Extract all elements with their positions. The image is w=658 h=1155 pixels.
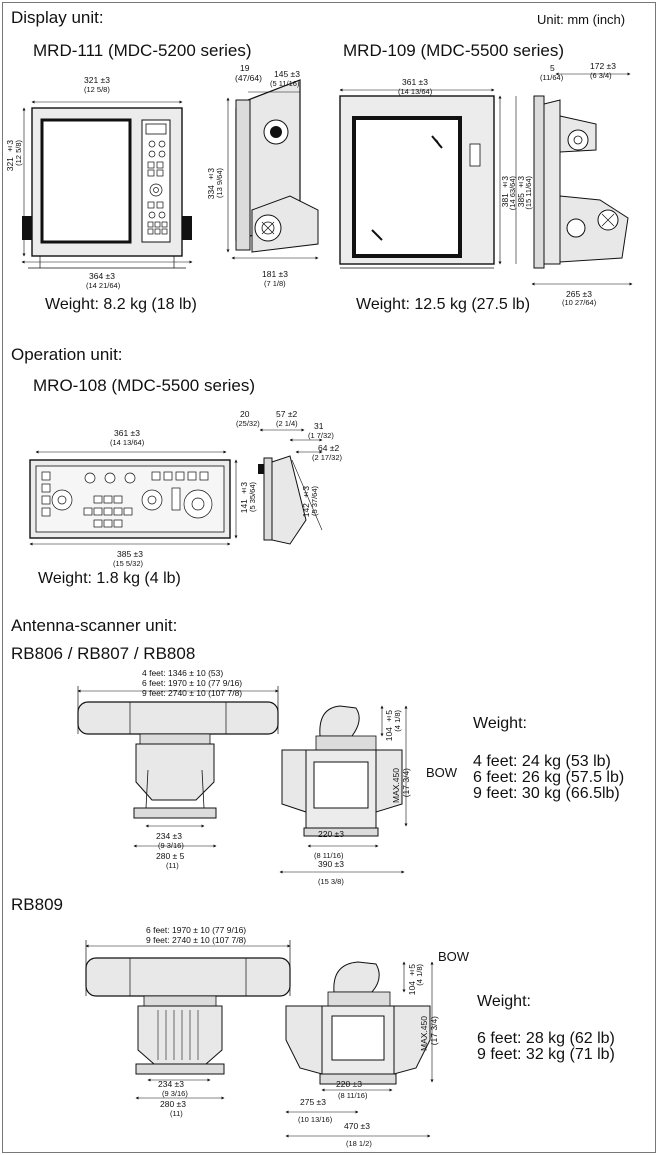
- mrd109-model: MRD-109 (MDC-5500 series): [343, 41, 565, 60]
- rb809-weight-9ft: 9 feet: 32 kg (71 lb): [477, 1046, 615, 1063]
- rb809-weight-title: Weight:: [477, 993, 531, 1010]
- rb806-weight-title: Weight:: [473, 715, 527, 732]
- dim-label: (15 3/8): [318, 877, 344, 886]
- antenna-title: Antenna-scanner unit:: [11, 616, 178, 635]
- dim-label: (17 3/4): [401, 768, 411, 798]
- dim-label: 364 ±3: [89, 271, 115, 281]
- dim-label: 390 ±3: [318, 859, 344, 869]
- dim-label: (14 13/64): [110, 438, 145, 447]
- mro108-model: MRO-108 (MDC-5500 series): [33, 376, 255, 395]
- length-9ft: 9 feet: 2740 ± 10 (107 7/8): [146, 935, 247, 945]
- dim-label: (8 11/16): [314, 851, 344, 860]
- mrd109-side-view: [531, 72, 633, 286]
- length-4ft: 4 feet: 1346 ± 10 (53): [142, 668, 224, 678]
- dim-label: (5 37/64): [310, 486, 319, 517]
- bow-label: BOW: [438, 949, 470, 964]
- dim-label: (5 35/64): [248, 482, 257, 513]
- display-unit-title: Display unit:: [11, 8, 104, 27]
- dim-label: 20: [240, 409, 250, 419]
- dim-label: 385 ±3: [117, 549, 143, 559]
- mrd111-front-view: [21, 100, 193, 269]
- dim-label: 172 ±3: [590, 61, 616, 71]
- dim-label: 234 ±3: [158, 1079, 184, 1089]
- dim-label: (10 13/16): [298, 1115, 333, 1124]
- dim-label: (15 11/64): [524, 176, 533, 210]
- dim-label: (10 27/64): [562, 298, 597, 307]
- rb809-weight-6ft: 6 feet: 28 kg (62 lb): [477, 1030, 615, 1047]
- dim-label: MAX.450: [391, 768, 401, 803]
- length-6ft: 6 feet: 1970 ± 10 (77 9/16): [146, 925, 247, 935]
- mrd109-front-view: [339, 88, 517, 269]
- dim-label: 280 ± 5: [156, 851, 185, 861]
- dim-label: (11/64): [540, 73, 564, 82]
- dim-label: (7 1/8): [264, 279, 286, 288]
- dim-label: 470 ±3: [344, 1121, 370, 1131]
- rb806-model: RB806 / RB807 / RB808: [11, 644, 196, 663]
- dim-label: (8 11/16): [338, 1091, 368, 1100]
- dim-label: 321 ±3: [84, 75, 110, 85]
- dim-label: (4 1/8): [415, 964, 424, 986]
- dim-label: (12 5/8): [84, 85, 110, 94]
- mro108-side-view: [258, 428, 323, 545]
- dim-label: 5: [550, 63, 555, 73]
- bow-label: BOW: [426, 765, 458, 780]
- dim-label: (14 13/64): [398, 87, 433, 96]
- dim-label: 265 ±3: [566, 289, 592, 299]
- dim-label: (13 9/64): [215, 168, 224, 199]
- dim-label: 275 ±3: [300, 1097, 326, 1107]
- dim-label: 19: [240, 63, 250, 73]
- dim-label: 145 ±3: [274, 69, 300, 79]
- dim-label: (18 1/2): [346, 1139, 372, 1148]
- mro108-front-view: [29, 450, 238, 546]
- mrd109-weight: Weight: 12.5 kg (27.5 lb): [356, 296, 531, 313]
- dim-label: (4 1/8): [393, 710, 402, 732]
- rb806-front-view: [77, 686, 279, 848]
- dim-label: 361 ±3: [114, 428, 140, 438]
- operation-unit-title: Operation unit:: [11, 345, 123, 364]
- dim-label: 220 ±3: [318, 829, 344, 839]
- rb806-weight-4ft: 4 feet: 24 kg (53 lb): [473, 753, 611, 770]
- rb809-front-view: [85, 940, 291, 1100]
- dim-label: 181 ±3: [262, 269, 288, 279]
- mrd111-side-view: [226, 79, 319, 260]
- dim-label: (11): [170, 1109, 183, 1118]
- dim-label: 234 ±3: [156, 831, 182, 841]
- dim-label: (6 3/4): [590, 71, 612, 80]
- rb806-side-view: [279, 705, 408, 874]
- mrd111-weight: Weight: 8.2 kg (18 lb): [45, 296, 197, 313]
- mrd111-model: MRD-111 (MDC-5200 series): [33, 41, 252, 60]
- dim-label: (25/32): [236, 419, 260, 428]
- length-9ft: 9 feet: 2740 ± 10 (107 7/8): [142, 688, 243, 698]
- dim-label: (17 3/4): [429, 1016, 439, 1046]
- dim-label: (9 3/16): [158, 841, 184, 850]
- dim-label: 280 ±3: [160, 1099, 186, 1109]
- rb806-weight-9ft: 9 feet: 30 kg (66.5lb): [473, 785, 620, 802]
- dim-label: 57 ±2: [276, 409, 298, 419]
- unit-note: Unit: mm (inch): [537, 12, 626, 27]
- dim-label: (2 1/4): [276, 419, 298, 428]
- length-6ft: 6 feet: 1970 ± 10 (77 9/16): [142, 678, 243, 688]
- dim-label: (11): [166, 861, 179, 870]
- dim-label: (1 7/32): [308, 431, 334, 440]
- dim-label: (5 11/16): [270, 79, 300, 88]
- mro108-weight: Weight: 1.8 kg (4 lb): [38, 570, 181, 587]
- dim-label: (15 5/32): [113, 559, 144, 568]
- dim-label: 64 ±2: [318, 443, 340, 453]
- dim-label: MAX.450: [419, 1016, 429, 1051]
- dim-label: 220 ±3: [336, 1079, 362, 1089]
- dim-label: (9 3/16): [162, 1089, 188, 1098]
- dim-label: (12 5/8): [14, 140, 23, 166]
- dim-label: (14 21/64): [86, 281, 121, 290]
- dim-label: 31: [314, 421, 324, 431]
- dim-label: 361 ±3: [402, 77, 428, 87]
- rb809-model: RB809: [11, 895, 63, 914]
- rb809-side-view: [285, 961, 434, 1138]
- rb806-weight-6ft: 6 feet: 26 kg (57.5 lb): [473, 769, 625, 786]
- dim-label: (47/64): [235, 73, 262, 83]
- dim-label: (2 17/32): [312, 453, 343, 462]
